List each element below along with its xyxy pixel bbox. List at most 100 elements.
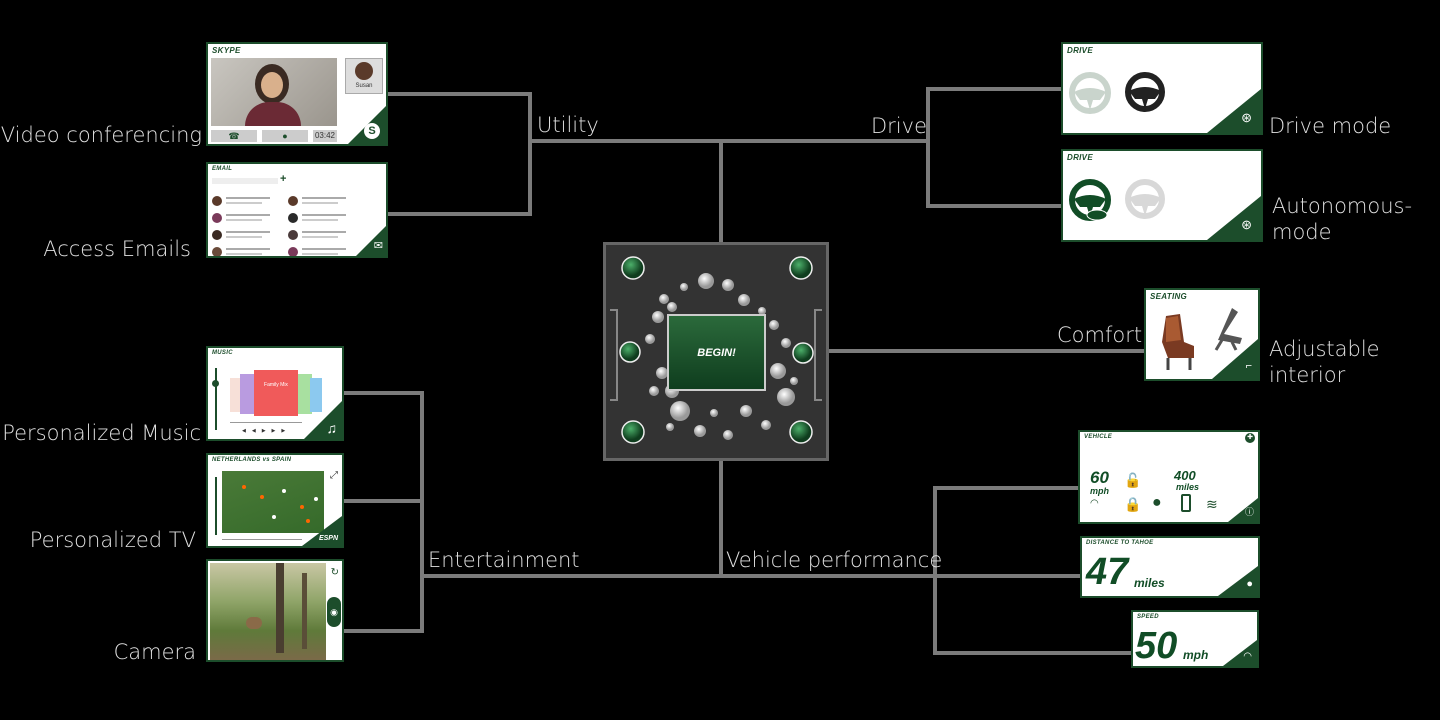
location-pin-icon: ● bbox=[1152, 494, 1162, 511]
volume-slider[interactable] bbox=[215, 368, 217, 430]
email-list-right bbox=[288, 194, 352, 256]
panel-slot-right bbox=[814, 309, 822, 401]
email-card-title: EMAIL bbox=[212, 166, 233, 172]
distance-card-title: DISTANCE TO TAHOE bbox=[1086, 540, 1154, 546]
label-personalized-tv: Personalized TV bbox=[29, 528, 196, 552]
skype-icon: S bbox=[364, 123, 380, 139]
distance-card[interactable]: DISTANCE TO TAHOE 47 miles ● bbox=[1080, 536, 1260, 598]
contact-tile[interactable]: Susan bbox=[345, 58, 383, 94]
caller-body bbox=[245, 102, 301, 126]
drive-mode-card-title: DRIVE bbox=[1067, 46, 1093, 55]
card-corner bbox=[1218, 566, 1258, 596]
location-pin-icon: ● bbox=[1246, 578, 1253, 590]
list-item[interactable] bbox=[288, 194, 352, 211]
playback-controls[interactable]: ◀◀▶▶▶ bbox=[242, 428, 292, 434]
label-drive-mode: Drive mode bbox=[1269, 114, 1392, 138]
branch-vehicle-performance: Vehicle performance bbox=[726, 548, 943, 572]
tree-trunk bbox=[302, 573, 307, 649]
wifi-icon: ≋ bbox=[1206, 496, 1218, 512]
channel-logo: ESPN bbox=[318, 535, 338, 542]
music-card[interactable]: MUSIC Family Mix ◀◀▶▶▶ ♫ bbox=[206, 346, 344, 441]
shutter-button[interactable]: ◉ bbox=[327, 597, 341, 627]
unlock-icon: 🔓 bbox=[1124, 472, 1142, 488]
vehicle-card[interactable]: VEHICLE ✚ 60 mph ◠ 🔓 🔒 ● 400 miles ≋ ⓘ bbox=[1078, 430, 1260, 524]
card-corner bbox=[356, 226, 386, 256]
panel-dots bbox=[619, 256, 814, 444]
call-button[interactable]: ☎ bbox=[211, 130, 257, 142]
vehicle-range-value: 400 bbox=[1174, 468, 1196, 483]
card-corner bbox=[1207, 89, 1261, 133]
call-timer: 03:42 bbox=[313, 130, 337, 142]
list-item[interactable] bbox=[212, 228, 276, 245]
switch-camera-icon[interactable]: ↻ bbox=[330, 567, 339, 578]
email-card[interactable]: EMAIL + ✉ bbox=[206, 162, 388, 258]
list-item[interactable] bbox=[212, 211, 276, 228]
camera-view bbox=[210, 563, 328, 660]
distance-value: 47 bbox=[1086, 551, 1129, 593]
email-list-left bbox=[212, 194, 276, 256]
speed-card[interactable]: SPEED 50 mph ◠ bbox=[1131, 610, 1259, 668]
drive-mode-card[interactable]: DRIVE ⊛ bbox=[1061, 42, 1263, 135]
list-item[interactable] bbox=[288, 211, 352, 228]
lock-icon: 🔒 bbox=[1124, 496, 1142, 512]
card-corner bbox=[302, 516, 342, 546]
vehicle-card-title: VEHICLE bbox=[1084, 434, 1113, 440]
list-item[interactable] bbox=[288, 245, 352, 256]
steering-wheel-icon[interactable] bbox=[1123, 70, 1167, 114]
steering-wheel-small-icon: ⊛ bbox=[1241, 217, 1252, 232]
speed-value: 50 bbox=[1135, 625, 1178, 667]
contact-name: Susan bbox=[355, 83, 373, 89]
label-adjustable-interior-1: Adjustable bbox=[1269, 337, 1380, 361]
manual-steering-wheel-icon[interactable] bbox=[1067, 70, 1113, 116]
compose-plus-icon[interactable]: + bbox=[280, 173, 287, 185]
skype-card[interactable]: SKYPE Susan ☎ ● 03:42 S bbox=[206, 42, 388, 146]
list-item[interactable] bbox=[288, 228, 352, 245]
music-card-title: MUSIC bbox=[212, 350, 233, 356]
album-art-current[interactable]: Family Mix bbox=[254, 370, 298, 416]
vehicle-speed-value: 60 bbox=[1090, 468, 1109, 487]
video-icon: ● bbox=[282, 131, 288, 141]
list-item[interactable] bbox=[212, 245, 276, 256]
label-camera: Camera bbox=[113, 640, 196, 664]
playlist-title: Family Mix bbox=[264, 382, 288, 388]
steering-wheel-small-icon: ⊛ bbox=[1241, 110, 1252, 125]
card-corner bbox=[1228, 498, 1258, 522]
distance-unit: miles bbox=[1134, 576, 1165, 590]
camera-card[interactable]: ↻ ◉ bbox=[206, 559, 344, 662]
card-corner bbox=[1223, 640, 1257, 666]
tv-progress-bar[interactable] bbox=[222, 539, 302, 540]
skype-card-title: SKYPE bbox=[212, 46, 241, 55]
label-adjustable-interior-2: interior bbox=[1269, 363, 1346, 387]
album-art-2[interactable] bbox=[240, 374, 258, 414]
progress-bar[interactable] bbox=[230, 422, 302, 423]
autonomous-steering-wheel-icon[interactable] bbox=[1067, 177, 1113, 223]
seating-card[interactable]: SEATING ⌐ bbox=[1144, 288, 1260, 381]
branch-utility: Utility bbox=[537, 113, 599, 137]
info-icon: ⓘ bbox=[1244, 507, 1254, 517]
manual-steering-wheel-inactive-icon[interactable] bbox=[1123, 177, 1167, 221]
camera-toggle-button[interactable]: ● bbox=[262, 130, 308, 142]
volume-slider[interactable] bbox=[215, 477, 217, 535]
list-item[interactable] bbox=[212, 194, 276, 211]
caller-face bbox=[261, 72, 283, 98]
seat-icon bbox=[1162, 314, 1194, 370]
autonomous-mode-card-title: DRIVE bbox=[1067, 153, 1093, 162]
video-feed bbox=[211, 58, 337, 126]
autonomous-mode-card[interactable]: DRIVE ⊛ bbox=[1061, 149, 1263, 242]
seating-card-title: SEATING bbox=[1150, 292, 1188, 301]
branch-drive: Drive bbox=[871, 114, 927, 138]
fullscreen-icon[interactable]: ⤢ bbox=[330, 470, 338, 481]
begin-button[interactable]: BEGIN! bbox=[667, 314, 766, 391]
player-dots bbox=[242, 485, 246, 489]
volume-slider-handle[interactable] bbox=[212, 380, 219, 387]
label-autonomous-mode-2: mode bbox=[1272, 220, 1332, 244]
email-search-input[interactable] bbox=[212, 178, 278, 184]
card-corner bbox=[1212, 339, 1258, 379]
settings-icon[interactable]: ✚ bbox=[1245, 433, 1255, 443]
tv-card[interactable]: NETHERLANDS vs SPAIN ⤢ ESPN bbox=[206, 453, 344, 548]
vehicle-speed-unit: mph bbox=[1090, 486, 1109, 496]
deer bbox=[246, 617, 262, 629]
camera-icon: ◉ bbox=[330, 607, 338, 617]
vehicle-range-unit: miles bbox=[1176, 482, 1200, 492]
